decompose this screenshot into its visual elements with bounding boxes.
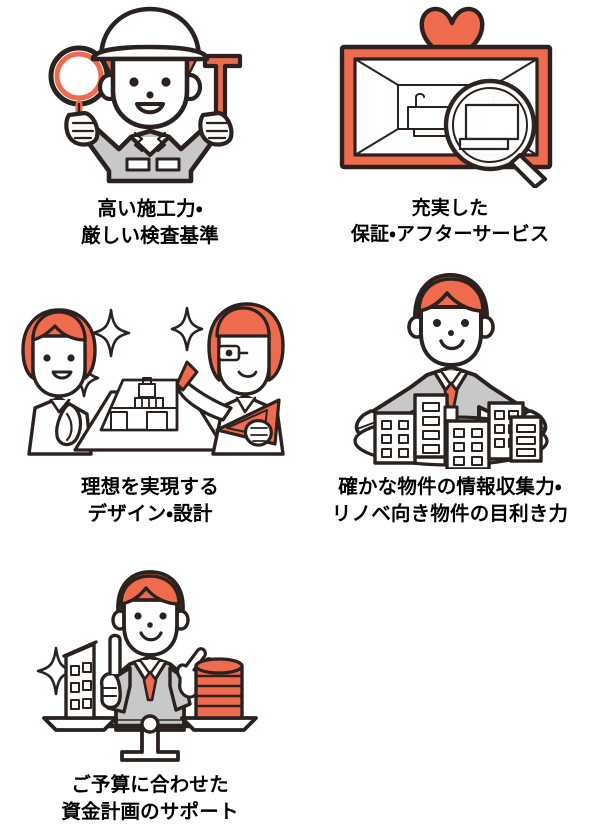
- framed-room-with-heart-ribbon-and-magnifier-icon: [300, 0, 600, 190]
- feature-card-warranty-aftercare: 充実した 保証・アフターサービス: [300, 0, 600, 248]
- card-caption: 理想を実現する デザイン・設計: [81, 476, 219, 525]
- feature-card-budget-support: ご予算に合わせた 資金計画のサポート: [0, 568, 300, 826]
- card-caption: 確かな物件の情報収集力・ リノベ向き物件の目利き力: [331, 476, 569, 525]
- agent-with-buildings-icon: [300, 270, 600, 469]
- feature-card-property-sourcing: 確かな物件の情報収集力・ リノベ向き物件の目利き力: [300, 270, 600, 528]
- worker-with-magnifier-and-hammer-icon: [0, 0, 300, 190]
- card-caption: 充実した 保証・アフターサービス: [350, 198, 550, 246]
- feature-card-construction-quality: 高い施工力・ 厳しい検査基準: [0, 0, 300, 250]
- feature-card-design-planning: 理想を実現する デザイン・設計: [0, 278, 300, 528]
- card-caption: ご予算に合わせた 資金計画のサポート: [61, 774, 239, 823]
- agent-with-balance-scale-building-and-coins-icon: [0, 568, 300, 766]
- card-caption: 高い施工力・ 厳しい検査基準: [81, 198, 219, 247]
- two-people-reviewing-floor-plan-icon: [0, 278, 300, 468]
